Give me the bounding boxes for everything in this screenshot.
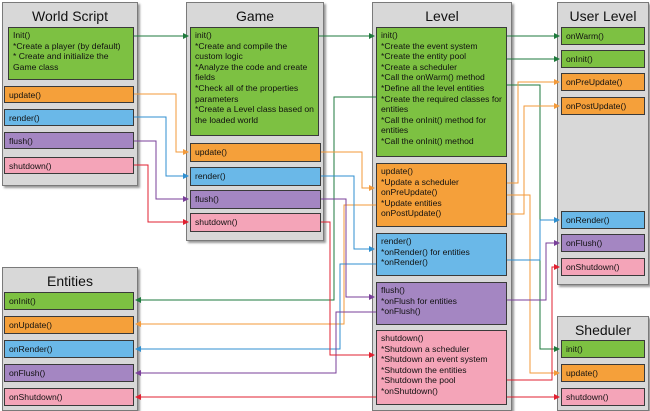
entities-on-init-box: onInit() bbox=[4, 292, 134, 310]
game-update-box: update() bbox=[190, 143, 321, 162]
user-level-on-pre-update-box: onPreUpdate() bbox=[561, 73, 645, 91]
user-level-on-render-box: onRender() bbox=[561, 211, 645, 229]
world-script-shutdown-box: shutdown() bbox=[4, 157, 134, 174]
wire-game-flush-to-level bbox=[321, 198, 375, 300]
world-script-title: World Script bbox=[32, 8, 108, 24]
world-script-init-box: Init() *Create a player (by default) * C… bbox=[8, 27, 134, 80]
entities-on-flush-box: onFlush() bbox=[4, 364, 134, 382]
wire-world-shutdown-to-game bbox=[134, 164, 189, 225]
wire-level-to-entities-render bbox=[135, 263, 376, 352]
user-level-title: User Level bbox=[569, 8, 637, 24]
level-render-box: render() *onRender() for entities *onRen… bbox=[376, 233, 507, 276]
wire-level-to-on-render bbox=[507, 217, 560, 261]
entities-panel: Entities bbox=[2, 267, 138, 411]
wire-game-update-to-level bbox=[321, 151, 375, 191]
game-flush-box: flush() bbox=[190, 190, 321, 209]
wire-world-flush-to-game bbox=[134, 140, 189, 202]
user-level-on-flush-box: onFlush() bbox=[561, 234, 645, 252]
wire-game-render-to-level bbox=[321, 175, 375, 252]
wire-level-to-entities-flush bbox=[135, 311, 376, 376]
level-shutdown-box: shutdown() *Shutdown a scheduler *Shutdo… bbox=[376, 330, 507, 405]
level-flush-box: flush() *onFlush for entities *onFlush() bbox=[376, 282, 507, 325]
wire-world-update-to-game bbox=[134, 93, 189, 155]
scheduler-shutdown-box: shutdown() bbox=[561, 388, 645, 406]
game-init-box: init() *Create and compile the custom lo… bbox=[190, 27, 319, 136]
wire-level-to-on-pre-update bbox=[507, 79, 560, 184]
game-render-box: render() bbox=[190, 167, 321, 186]
user-level-on-post-update-box: onPostUpdate() bbox=[561, 97, 645, 115]
wire-level-to-scheduler-update bbox=[507, 194, 560, 376]
level-title: Level bbox=[425, 8, 459, 24]
scheduler-update-box: update() bbox=[561, 364, 645, 382]
scheduler-init-box: init() bbox=[561, 340, 645, 358]
entities-title: Entities bbox=[47, 273, 93, 289]
scheduler-title: Sheduler bbox=[574, 322, 632, 338]
game-title: Game bbox=[235, 8, 275, 24]
wire-level-to-scheduler-init bbox=[507, 84, 560, 352]
world-script-update-box: update() bbox=[4, 86, 134, 103]
user-level-on-warm-box: onWarm() bbox=[561, 27, 645, 45]
user-level-on-init-box: onInit() bbox=[561, 50, 645, 68]
wire-level-to-on-post-update bbox=[507, 103, 560, 215]
game-shutdown-box: shutdown() bbox=[190, 213, 321, 232]
wire-world-render-to-game bbox=[134, 116, 189, 179]
wire-level-to-on-shutdown bbox=[507, 264, 560, 381]
entities-on-render-box: onRender() bbox=[4, 340, 134, 358]
entities-on-update-box: onUpdate() bbox=[4, 316, 134, 334]
world-script-flush-box: flush() bbox=[4, 132, 134, 149]
level-update-box: update() *Update a scheduler onPreUpdate… bbox=[376, 163, 507, 227]
user-level-on-shutdown-box: onShutdown() bbox=[561, 258, 645, 276]
level-init-box: init() *Create the event system *Create … bbox=[376, 27, 507, 157]
world-script-render-box: render() bbox=[4, 109, 134, 126]
wire-level-to-on-flush bbox=[507, 240, 560, 301]
entities-on-shutdown-box: onShutdown() bbox=[4, 388, 134, 406]
wire-game-shutdown-to-level bbox=[321, 221, 375, 358]
